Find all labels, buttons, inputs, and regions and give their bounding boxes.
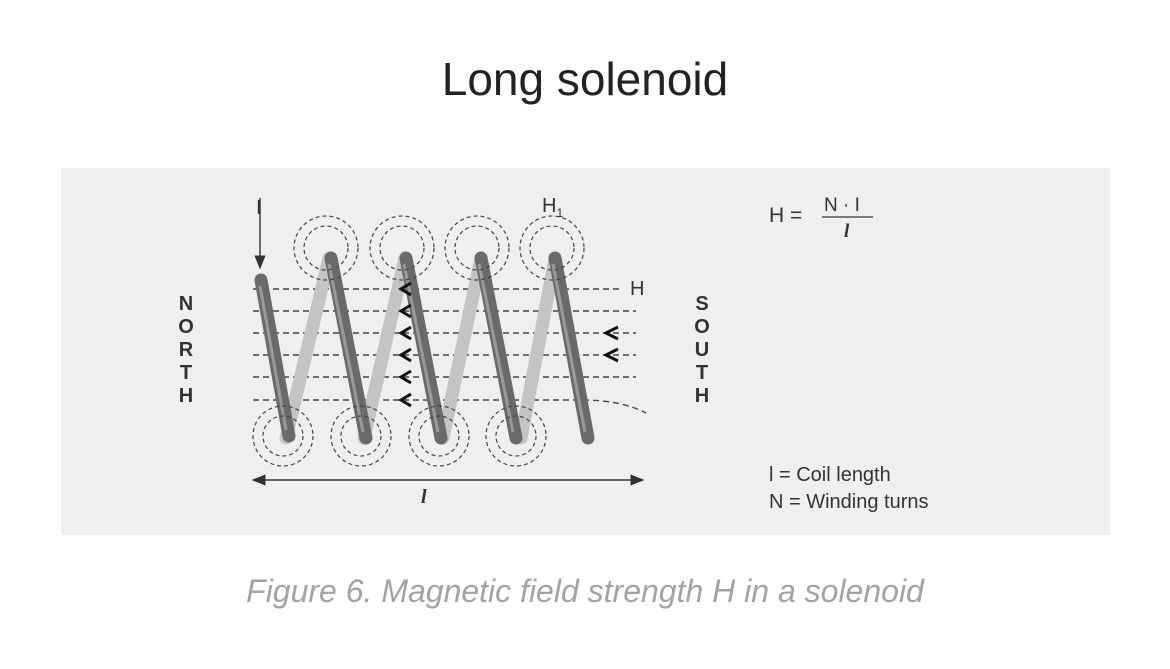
length-label: l	[421, 486, 427, 508]
north-label: N O R T H	[178, 293, 194, 407]
south-letter: S	[695, 293, 708, 315]
h1-subscript: 1	[556, 206, 563, 220]
legend-winding-turns: N = Winding turns	[769, 491, 929, 513]
south-letter: O	[694, 316, 710, 338]
field-direction-chevrons	[398, 281, 619, 408]
h-field-label: H	[630, 278, 644, 300]
h1-label: H1	[542, 195, 563, 220]
solenoid-diagram: I H1 H l N O R T H S O U T H H = N · I l…	[178, 195, 929, 513]
south-letter: U	[695, 339, 709, 361]
page-title: Long solenoid	[441, 53, 729, 105]
current-label: I	[256, 197, 262, 219]
coil-front-segments	[254, 251, 595, 445]
legend: l = Coil length N = Winding turns	[769, 464, 929, 513]
north-letter: H	[179, 385, 193, 407]
figure-caption: Figure 6. Magnetic field strength H in a…	[246, 573, 924, 609]
formula: H = N · I l	[769, 195, 873, 242]
south-letter: H	[695, 385, 709, 407]
south-letter: T	[696, 362, 708, 384]
formula-numerator: N · I	[824, 195, 860, 216]
formula-lhs: H =	[769, 204, 802, 227]
formula-denominator: l	[844, 221, 850, 242]
north-letter: R	[179, 339, 194, 361]
flux-loops-top	[293, 215, 585, 281]
solenoid-figure: I H1 H l N O R T H S O U T H H = N · I l…	[61, 168, 1110, 535]
north-letter: T	[180, 362, 192, 384]
north-letter: O	[178, 316, 194, 338]
north-letter: N	[179, 293, 193, 315]
south-label: S O U T H	[694, 293, 710, 407]
flux-loops-bottom	[252, 405, 547, 467]
coil-highlights	[258, 263, 587, 433]
h1-main: H	[542, 195, 556, 217]
coil-back-segments	[279, 251, 562, 445]
legend-coil-length: l = Coil length	[769, 464, 891, 486]
